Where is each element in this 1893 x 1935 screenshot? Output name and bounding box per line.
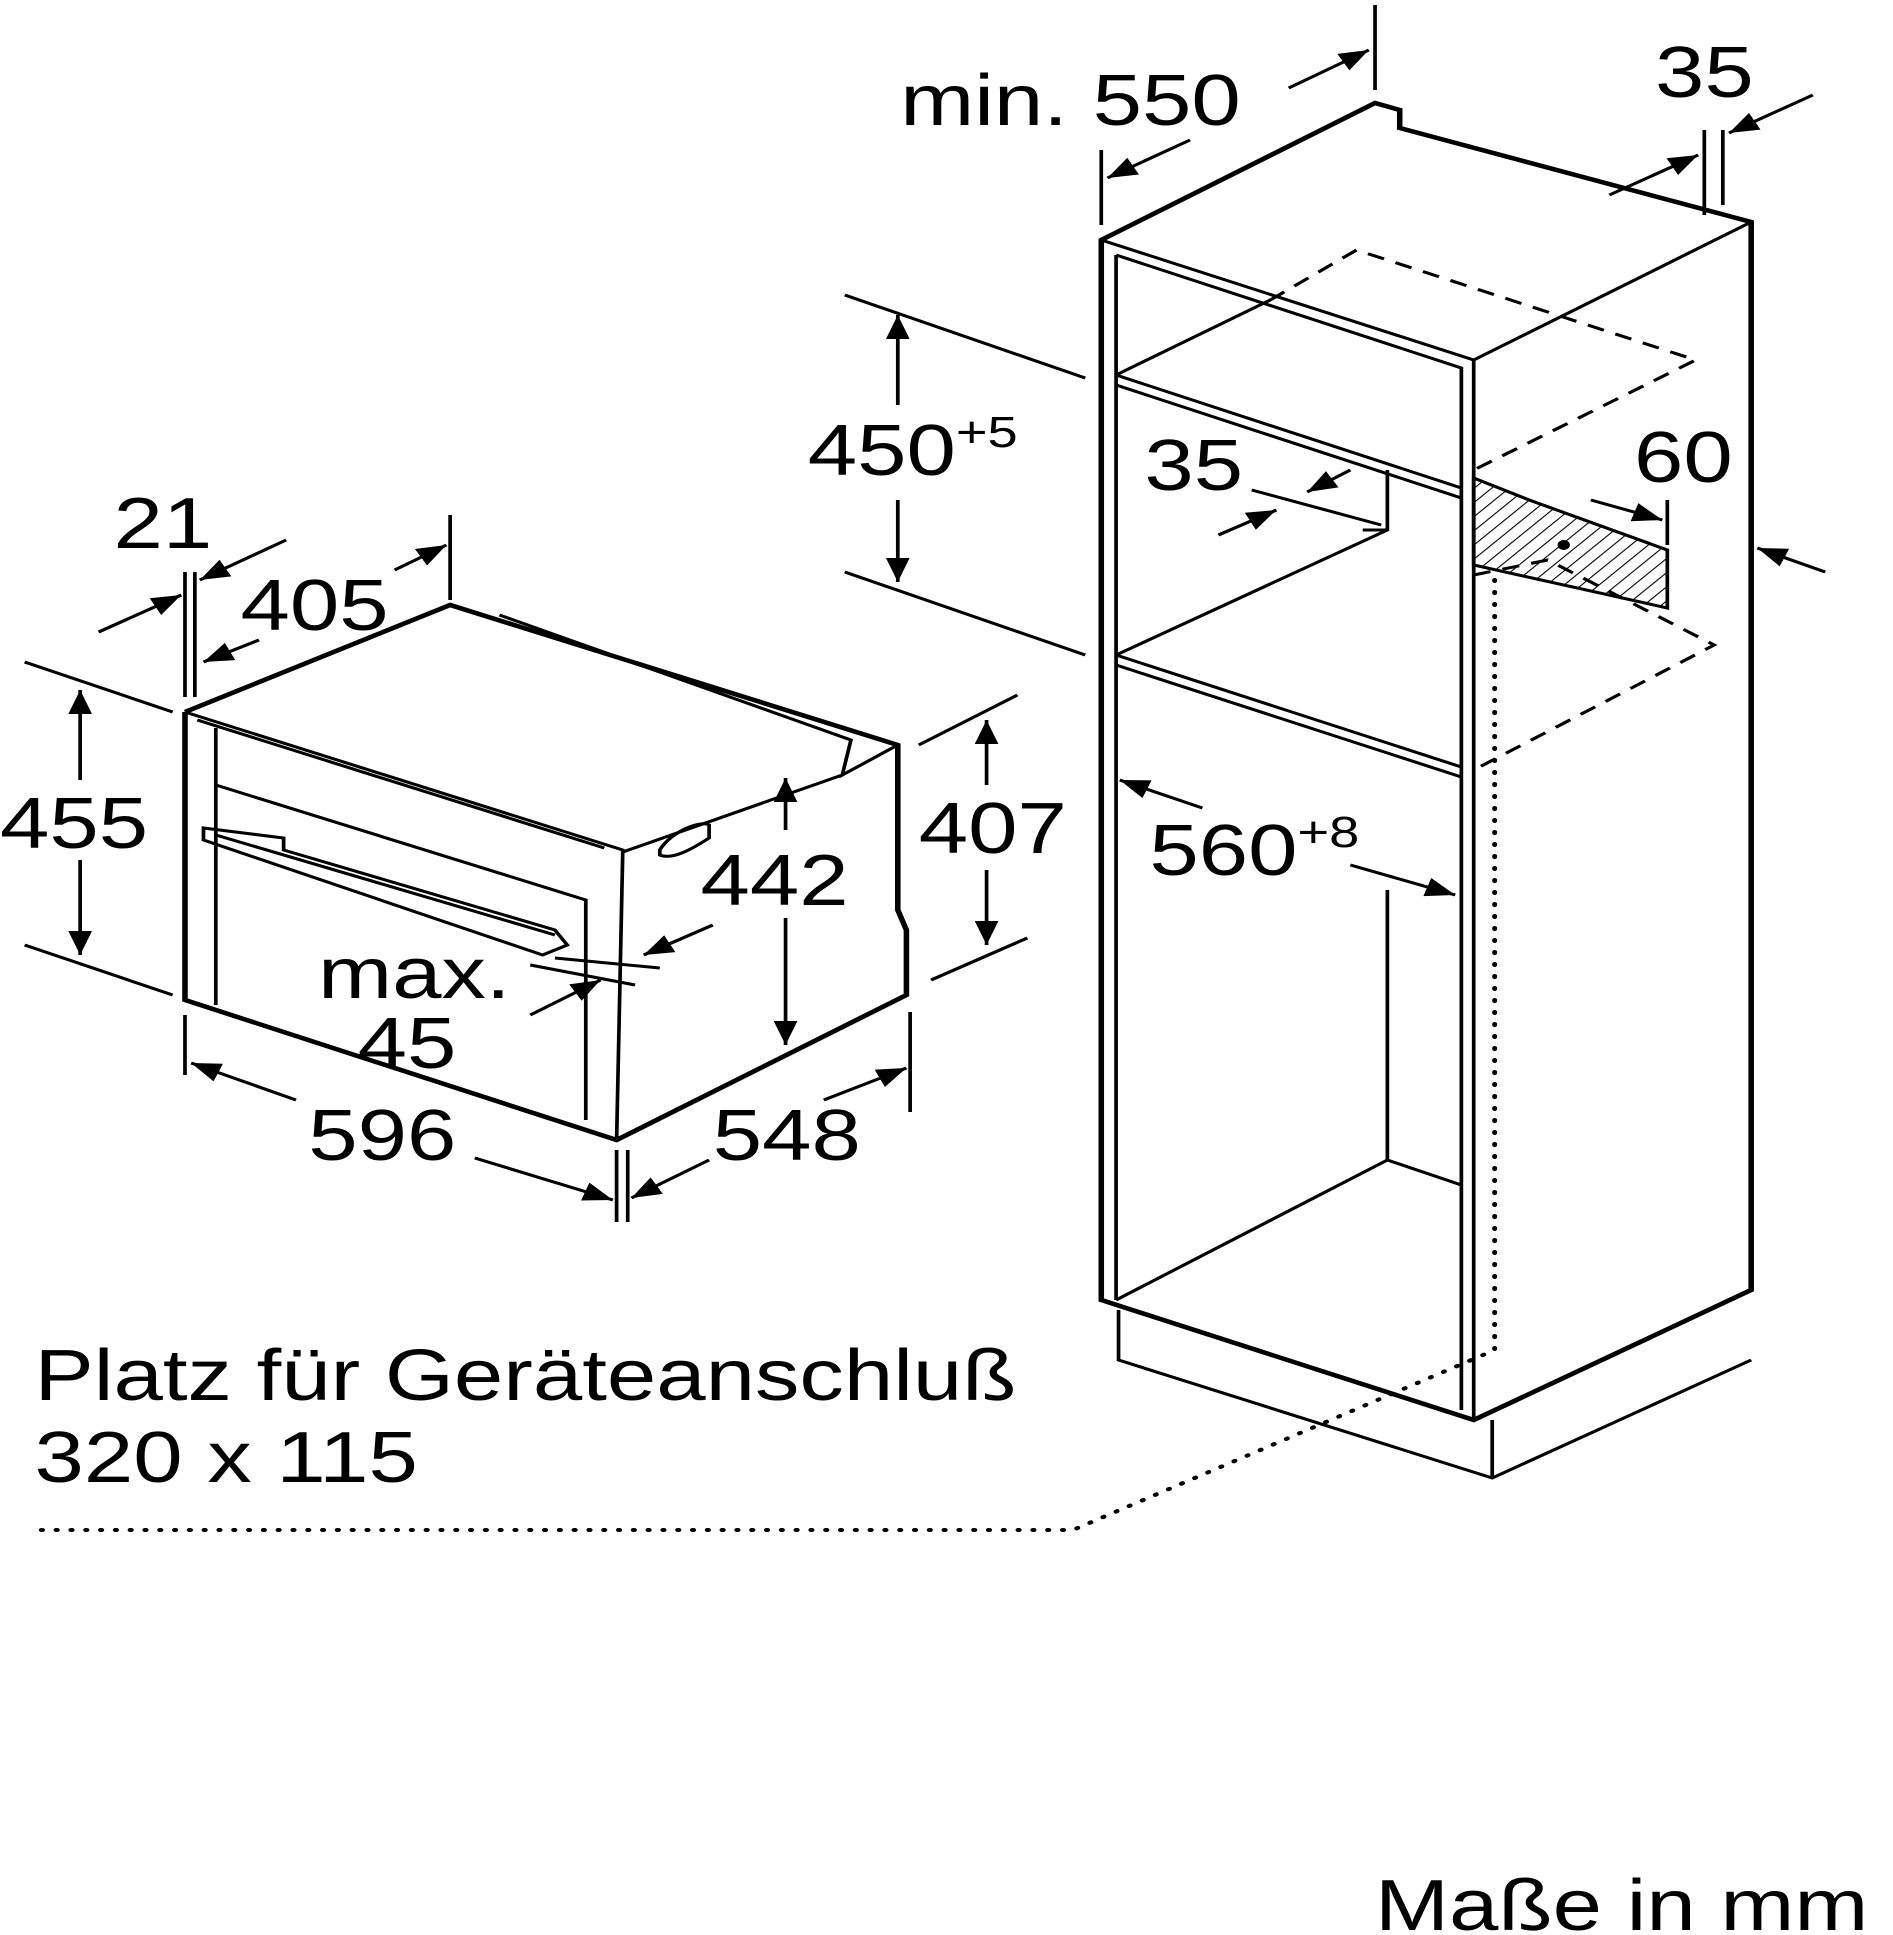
dim-407-label: 407: [919, 789, 1067, 869]
dim-450-label: 450+5: [808, 408, 1018, 491]
connection-note-line1: Platz für Geräteanschluß: [35, 1336, 1017, 1416]
dim-35-top-label: 35: [1655, 33, 1754, 113]
oven-drawing: [182, 602, 910, 1143]
dim-35-mid-label: 35: [1144, 426, 1243, 506]
dim-442-label: 442: [700, 841, 848, 921]
dim-45-label: 45: [358, 1004, 457, 1084]
dim-max-label: max.: [318, 934, 510, 1014]
dimension-lines: [23, 5, 1826, 1222]
cabinet-drawing: [34, 100, 1754, 1532]
dim-548-label: 548: [713, 1096, 861, 1176]
connection-note-line2: 320 x 115: [35, 1418, 418, 1498]
dim-21-label: 21: [113, 484, 212, 564]
dim-60-label: 60: [1634, 418, 1733, 498]
dim-min550-label: min. 550: [900, 61, 1241, 141]
dim-596-label: 596: [308, 1096, 456, 1176]
units-note: Maße in mm: [1375, 1866, 1868, 1935]
dim-560-label: 560+8: [1149, 808, 1359, 891]
dim-405-label: 405: [240, 566, 388, 646]
dim-455-label: 455: [0, 784, 148, 864]
